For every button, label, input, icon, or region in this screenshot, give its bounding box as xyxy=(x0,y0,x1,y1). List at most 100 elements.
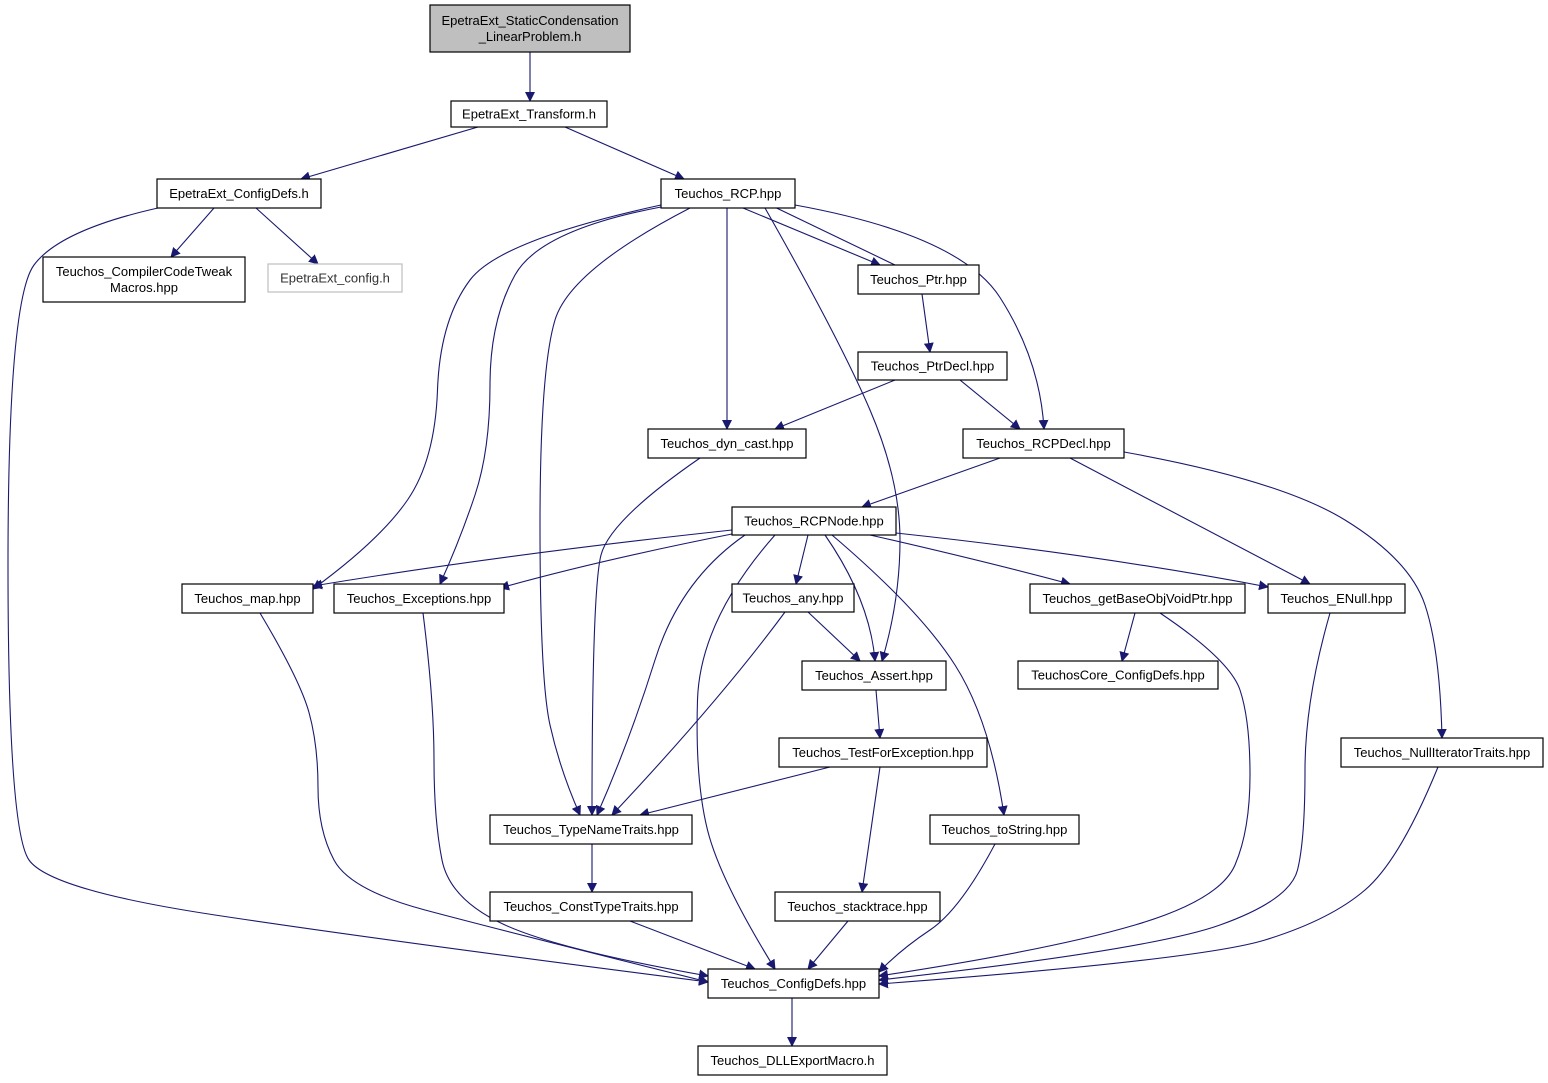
node-label: Teuchos_CompilerCodeTweak xyxy=(56,264,233,279)
node-box xyxy=(857,264,980,295)
node-box xyxy=(489,891,693,922)
edge-ptrdecl-dyncast xyxy=(774,379,896,431)
node-rcpdecl[interactable]: Teuchos_RCPDecl.hpp xyxy=(962,428,1125,459)
node-box xyxy=(42,256,246,303)
node-label: Teuchos_NullIteratorTraits.hpp xyxy=(1354,745,1531,760)
edge-rcp-assert xyxy=(764,207,901,662)
edge-nulliter-configdefs_hpp xyxy=(878,766,1439,989)
node-any[interactable]: Teuchos_any.hpp xyxy=(731,583,855,613)
node-label: Teuchos_TestForException.hpp xyxy=(792,745,973,760)
node-box xyxy=(660,178,796,209)
node-consttype[interactable]: Teuchos_ConstTypeTraits.hpp xyxy=(489,891,693,922)
edge-rcpnode-assert xyxy=(824,534,880,662)
node-box xyxy=(1340,737,1544,768)
node-label: EpetraExt_StaticCondensation xyxy=(441,13,618,28)
edge-rcp-typename xyxy=(539,207,691,816)
node-ptrdecl[interactable]: Teuchos_PtrDecl.hpp xyxy=(857,351,1008,381)
edge-testfor-typename xyxy=(639,766,831,818)
node-box xyxy=(156,178,322,209)
node-dyncast[interactable]: Teuchos_dyn_cast.hpp xyxy=(647,428,807,459)
edge-transform-configdefs_h xyxy=(300,126,479,182)
edge-rcpdecl-nulliter xyxy=(1123,451,1447,739)
edge-testfor-stacktrace xyxy=(858,766,881,893)
node-label: Teuchos_RCP.hpp xyxy=(675,186,782,201)
node-box xyxy=(857,351,1008,381)
node-map[interactable]: Teuchos_map.hpp xyxy=(181,583,314,614)
edge-rcp-ptr xyxy=(742,207,881,267)
edge-any-assert xyxy=(807,611,861,662)
node-label: Teuchos_Assert.hpp xyxy=(815,668,933,683)
edge-rcpnode-tostring xyxy=(831,534,1008,816)
node-stacktrace[interactable]: Teuchos_stacktrace.hpp xyxy=(774,891,941,922)
node-label: Teuchos_ENull.hpp xyxy=(1280,591,1392,606)
node-label: Teuchos_Exceptions.hpp xyxy=(347,591,492,606)
node-label: Teuchos_stacktrace.hpp xyxy=(787,899,927,914)
node-box xyxy=(489,814,693,845)
edge-rcp-exceptions xyxy=(439,206,662,585)
node-label: Teuchos_RCPNode.hpp xyxy=(744,514,883,529)
edge-consttype-configdefs_hpp xyxy=(629,920,756,971)
edge-rcp-rcpdecl xyxy=(794,204,1049,430)
edge-rcpnode-any xyxy=(793,534,809,585)
edge-stacktrace-configdefs_hpp xyxy=(807,920,849,970)
edge-getbase-configdefs_hpp xyxy=(878,612,1251,980)
edge-rcpnode-typename xyxy=(596,534,746,816)
node-typename[interactable]: Teuchos_TypeNameTraits.hpp xyxy=(489,814,693,845)
node-tostring[interactable]: Teuchos_toString.hpp xyxy=(929,814,1080,845)
edge-tostring-configdefs_hpp xyxy=(878,843,996,973)
node-label: Teuchos_Ptr.hpp xyxy=(870,272,967,287)
edge-rcpnode-enull xyxy=(895,532,1269,591)
node-label: Teuchos_DLLExportMacro.h xyxy=(710,1053,874,1068)
node-label: Teuchos_RCPDecl.hpp xyxy=(976,436,1110,451)
node-label: _LinearProblem.h xyxy=(478,29,582,44)
node-label: TeuchosCore_ConfigDefs.hpp xyxy=(1031,668,1204,683)
node-box xyxy=(1267,583,1406,614)
node-box xyxy=(962,428,1125,459)
edge-ptrdecl-rcpdecl xyxy=(959,379,1021,430)
node-dllexport[interactable]: Teuchos_DLLExportMacro.h xyxy=(697,1045,888,1076)
node-label: Teuchos_getBaseObjVoidPtr.hpp xyxy=(1042,591,1232,606)
edge-rcpnode-getbase xyxy=(869,534,1071,587)
edge-layer xyxy=(7,52,1447,1047)
node-box xyxy=(801,660,947,691)
edge-rcp-map xyxy=(312,204,662,590)
node-box xyxy=(429,4,631,53)
node-testfor[interactable]: Teuchos_TestForException.hpp xyxy=(778,737,988,768)
node-box xyxy=(1017,660,1219,690)
node-label: EpetraExt_config.h xyxy=(280,271,390,286)
edge-configdefs_h-config_h xyxy=(255,207,319,265)
edge-transform-rcp xyxy=(564,126,685,180)
node-rcp[interactable]: Teuchos_RCP.hpp xyxy=(660,178,796,209)
node-transform[interactable]: EpetraExt_Transform.h xyxy=(450,100,608,128)
edge-map-configdefs_hpp xyxy=(259,612,709,985)
node-label: Teuchos_ConfigDefs.hpp xyxy=(721,976,866,991)
node-enull[interactable]: Teuchos_ENull.hpp xyxy=(1267,583,1406,614)
node-label: Teuchos_any.hpp xyxy=(743,591,844,606)
node-box xyxy=(778,737,988,768)
node-nulliter[interactable]: Teuchos_NullIteratorTraits.hpp xyxy=(1340,737,1544,768)
node-label: Teuchos_ConstTypeTraits.hpp xyxy=(503,899,678,914)
node-label: Teuchos_dyn_cast.hpp xyxy=(661,436,794,451)
edge-configdefs_h-compiler xyxy=(170,207,215,258)
node-coreconfig[interactable]: TeuchosCore_ConfigDefs.hpp xyxy=(1017,660,1219,690)
edge-any-typename xyxy=(611,611,786,816)
edge-rcpdecl-enull xyxy=(1069,457,1311,585)
node-configdefs-h[interactable]: EpetraExt_ConfigDefs.h xyxy=(156,178,322,209)
node-ptr[interactable]: Teuchos_Ptr.hpp xyxy=(857,264,980,295)
node-assert[interactable]: Teuchos_Assert.hpp xyxy=(801,660,947,691)
node-label: Teuchos_toString.hpp xyxy=(942,822,1068,837)
node-root[interactable]: EpetraExt_StaticCondensation_LinearProbl… xyxy=(429,4,631,53)
edge-configdefs_h-configdefs_hpp xyxy=(7,207,709,986)
edge-assert-testfor xyxy=(874,689,885,739)
node-configdefs-hpp[interactable]: Teuchos_ConfigDefs.hpp xyxy=(707,968,880,999)
node-box xyxy=(1029,583,1246,614)
node-label: EpetraExt_ConfigDefs.h xyxy=(169,186,308,201)
node-rcpnode[interactable]: Teuchos_RCPNode.hpp xyxy=(731,506,897,536)
node-config-h[interactable]: EpetraExt_config.h xyxy=(267,263,403,293)
node-getbase[interactable]: Teuchos_getBaseObjVoidPtr.hpp xyxy=(1029,583,1246,614)
node-box xyxy=(929,814,1080,845)
node-label: EpetraExt_Transform.h xyxy=(462,107,596,122)
node-exceptions[interactable]: Teuchos_Exceptions.hpp xyxy=(333,583,505,614)
